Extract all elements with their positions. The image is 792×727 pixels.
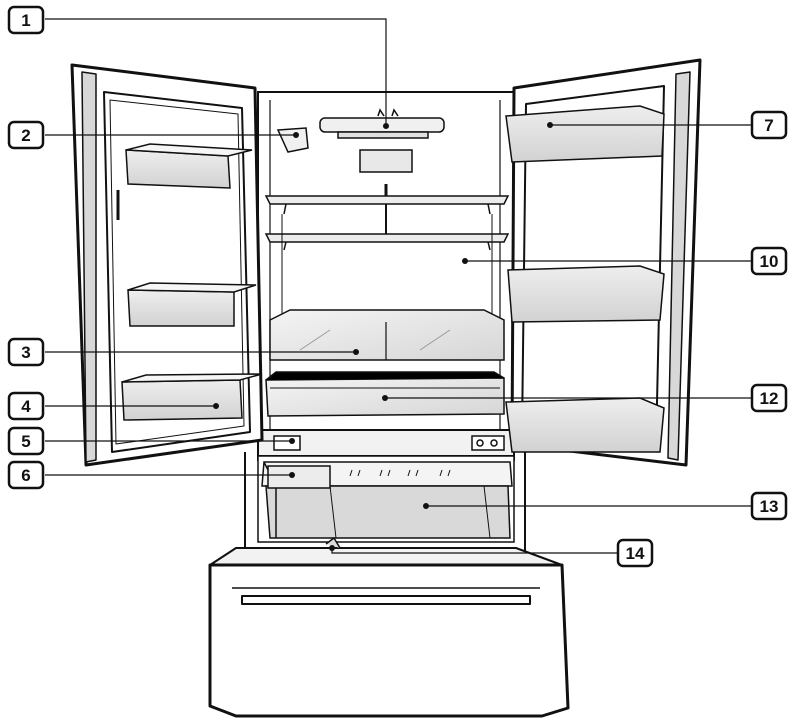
right-door-bin-middle — [507, 265, 665, 323]
callout-3: 3 — [7, 337, 45, 367]
freezer-drawer — [208, 537, 570, 718]
dot-14 — [329, 545, 335, 551]
callout-7: 7 — [750, 110, 788, 140]
interior-light — [319, 108, 445, 139]
callout-label-5: 5 — [21, 432, 30, 451]
callout-label-6: 6 — [21, 466, 30, 485]
callout-13: 13 — [750, 491, 788, 521]
left-door-bin-middle — [127, 282, 257, 327]
dot-13 — [423, 503, 429, 509]
right-door-bin-bottom — [505, 397, 665, 453]
callout-14: 14 — [616, 538, 654, 568]
dot-12 — [382, 395, 388, 401]
leader-1 — [45, 18, 387, 126]
lower-shelf — [264, 204, 510, 320]
callout-label-2: 2 — [21, 126, 30, 145]
ice-maker-module — [276, 127, 309, 153]
right-door-bin-top — [505, 105, 665, 163]
callout-6: 6 — [7, 460, 45, 490]
upper-shelf — [264, 184, 510, 215]
dot-7 — [547, 122, 553, 128]
dot-2 — [293, 132, 299, 138]
callout-12: 12 — [750, 383, 788, 413]
dot-4 — [213, 403, 219, 409]
callout-label-14: 14 — [626, 544, 645, 563]
divider-buttons — [273, 435, 505, 451]
dot-10 — [462, 258, 468, 264]
callout-1: 1 — [7, 5, 45, 35]
ice-bin — [267, 465, 331, 489]
callout-10: 10 — [750, 246, 788, 276]
control-panel — [359, 149, 413, 173]
callout-label-4: 4 — [21, 397, 31, 416]
dot-6 — [289, 472, 295, 478]
crisper-drawers — [269, 309, 505, 361]
callout-4: 4 — [7, 391, 45, 421]
callout-label-12: 12 — [760, 389, 779, 408]
callout-label-3: 3 — [21, 343, 30, 362]
left-door-bin-upper — [125, 143, 253, 189]
dot-3 — [353, 349, 359, 355]
glide-n-serve-drawer — [265, 371, 505, 417]
callout-label-13: 13 — [760, 497, 779, 516]
dot-5 — [289, 438, 295, 444]
callout-label-7: 7 — [764, 116, 773, 135]
callout-2: 2 — [7, 120, 45, 150]
dot-1 — [383, 123, 389, 129]
leader-dots — [213, 122, 553, 551]
callout-label-10: 10 — [760, 252, 779, 271]
left-door-bin-lower — [121, 373, 263, 421]
callout-5: 5 — [7, 426, 45, 456]
callout-label-1: 1 — [21, 11, 30, 30]
